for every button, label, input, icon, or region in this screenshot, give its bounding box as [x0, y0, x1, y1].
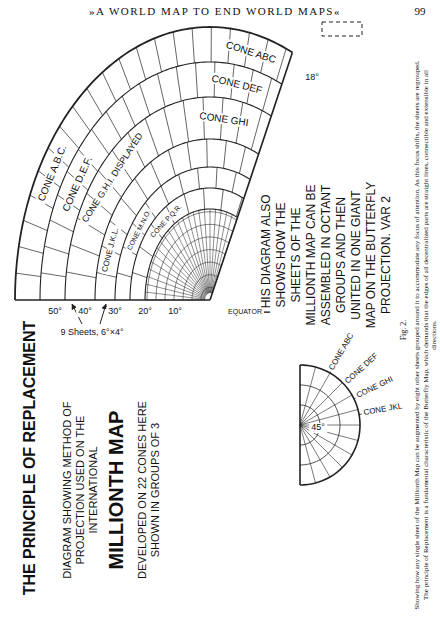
meridian-line [117, 273, 132, 277]
meridian-line [193, 212, 209, 293]
degree-label: 18° [303, 73, 321, 83]
diagram-heading: DIAGRAM SHOWING METHOD OF PROJECTION USE… [61, 383, 100, 597]
meridian-line [71, 245, 100, 256]
meridian-line [263, 78, 272, 111]
meridian-line [161, 186, 169, 204]
meridian-line [136, 47, 145, 79]
meridian-line [192, 28, 194, 63]
meridian-line [183, 218, 208, 294]
figure-caption: Showing how any single sheet of the Mill… [413, 53, 439, 617]
diagram-heading: DEVELOPED ON 22 CONES HERE SHOWN IN GROU… [136, 383, 162, 597]
meridian-line [187, 142, 191, 169]
meridian-line [221, 190, 223, 211]
cone-label: CONE GHI [354, 375, 397, 402]
meridian-line [87, 88, 103, 115]
meridian-line [92, 129, 109, 154]
meridian-line [232, 172, 236, 192]
meridian-line [147, 276, 205, 298]
degree-label: 40° [76, 307, 94, 317]
cone-label: CONE ABC [327, 330, 357, 374]
meridian-line [239, 147, 245, 174]
meridian-line [164, 236, 206, 295]
disk-ray [300, 395, 352, 425]
parallel-arc [15, 27, 292, 300]
meridian-line [145, 118, 158, 156]
figure-title: THE PRINCIPLE OF REPLACEMENT [21, 319, 39, 598]
sheet-note: 9 Sheets, 6°×4° [59, 328, 126, 338]
parallel-arc [40, 62, 282, 300]
disk-ray [300, 425, 316, 483]
disk-diameter [299, 365, 300, 485]
meridian-line [151, 162, 161, 186]
parallel-arc [65, 97, 271, 300]
parallel-arc [130, 188, 244, 300]
disk-ray [300, 373, 330, 425]
meridian-line [212, 214, 233, 293]
cone-label: CONE GHI [196, 110, 250, 129]
meridian-line [168, 150, 175, 176]
meridian-line [19, 247, 44, 254]
meridian-line [135, 178, 148, 199]
meridian-line [106, 112, 121, 140]
meridian-line [183, 101, 189, 142]
meridian-line [168, 230, 207, 294]
diagram-heading: MILLIONTH MAP [105, 409, 127, 572]
cone-label: CONE J.K.L. [101, 225, 122, 275]
meridian-line [176, 67, 181, 101]
disk-ray [300, 367, 316, 425]
meridian-line [211, 27, 212, 62]
meridian-line [203, 188, 204, 209]
meridian-line [164, 108, 174, 148]
meridian-line [66, 272, 96, 278]
meridian-line [154, 38, 161, 72]
meridian-line [139, 83, 149, 115]
meridian-line [50, 220, 74, 232]
meridian-line [119, 59, 131, 90]
running-header: »A WORLD MAP TO END WORLD MAPS« [87, 5, 343, 17]
meridian-line [224, 141, 227, 169]
meridian-line [132, 272, 147, 277]
meridian-line [23, 220, 47, 230]
meridian-line [157, 74, 165, 107]
meridian-line [121, 198, 136, 216]
page-number: 99 [413, 5, 428, 17]
meridian-line [204, 209, 209, 293]
diagram-note: THIS DIAGRAM ALSO SHOWS HOW THE SHEETS O… [259, 178, 394, 332]
meridian-line [195, 63, 197, 98]
degree-label: 30° [106, 307, 124, 317]
meridian-line [173, 32, 178, 66]
dashed-sheet [322, 22, 362, 36]
meridian-line [184, 194, 189, 214]
cone-fan [15, 27, 292, 300]
degree-label: 10° [166, 307, 184, 317]
meridian-line [102, 72, 116, 101]
half-disk [300, 365, 367, 485]
meridian-line [206, 139, 208, 167]
cone-label: CONE JKL [361, 402, 405, 418]
pointer-arrow [100, 304, 106, 324]
meridian-line [179, 174, 184, 194]
disk-ray [300, 383, 342, 425]
meridian-line [216, 167, 217, 188]
meridian-line [210, 209, 211, 293]
meridian-line [199, 210, 209, 293]
meridian-line [41, 273, 66, 277]
meridian-line [198, 168, 200, 189]
degree-label: 50° [46, 307, 64, 317]
meridian-line [73, 106, 91, 131]
equator-label: EQUATOR [226, 308, 264, 316]
meridian-line [251, 111, 262, 150]
meridian-line [211, 212, 227, 293]
cone-label: CONE ABC [223, 38, 279, 66]
parallel-arc [115, 167, 250, 300]
meridian-line [44, 246, 68, 254]
meridian-line [16, 273, 41, 276]
meridian-line [15, 299, 210, 301]
cone-label: CONE DEF [209, 72, 266, 96]
meridian-line [122, 96, 135, 126]
degree-label: 45° [309, 423, 327, 433]
degree-label: 20° [136, 307, 154, 317]
figure-number: Fig. 2. [400, 318, 409, 343]
meridian-line [140, 247, 153, 257]
